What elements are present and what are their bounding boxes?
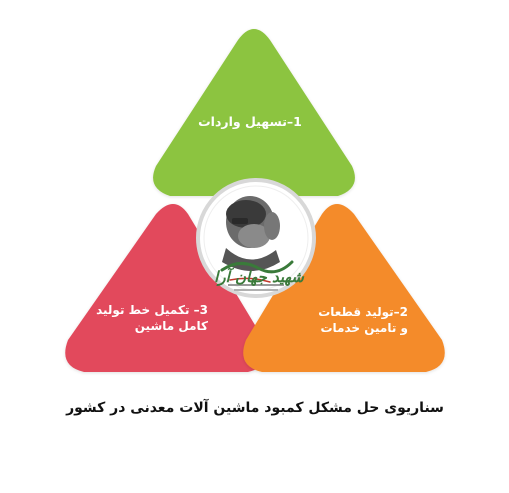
segment-bottom-left-line-2: کامل ماشین: [134, 319, 208, 334]
segment-bottom-right-line-2: و تامین خدمات: [320, 321, 408, 336]
segment-bottom-right-shape: [243, 204, 445, 372]
portrait-icon: [222, 196, 280, 271]
segment-bottom-left-shape: [65, 204, 267, 372]
segment-bottom-right-label: 2–تولید قطعات و تامین خدمات: [290, 304, 408, 336]
diagram-caption: سناریوی حل مشکل کمبود ماشین آلات معدنی د…: [66, 400, 444, 416]
logo-name-text: شهید جهان آرا: [214, 268, 304, 286]
segment-top-label: 1–تسهیل واردات: [195, 114, 305, 131]
segment-bottom-right-line-1: 2–تولید قطعات: [318, 305, 408, 319]
segment-bottom-left-line-1: 3– تکمیل خط تولید: [96, 303, 208, 317]
calligraphy-mark: [220, 260, 294, 274]
segment-bottom-left-label: 3– تکمیل خط تولید کامل ماشین: [80, 302, 208, 334]
center-logo: [196, 178, 316, 298]
segment-top-shape: [153, 29, 355, 196]
segment-top-line-1: 1–تسهیل واردات: [198, 114, 302, 129]
